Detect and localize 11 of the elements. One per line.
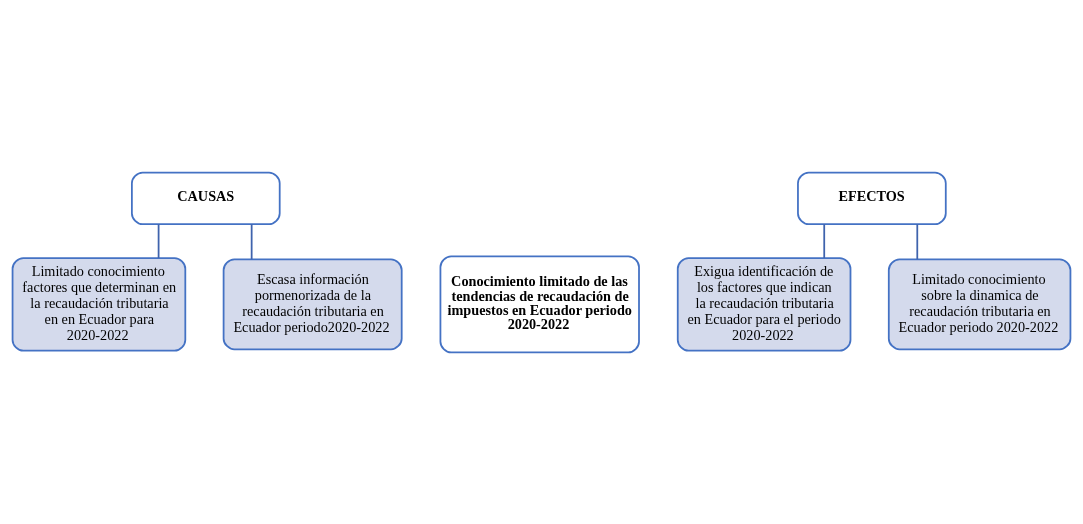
connector bbox=[250, 222, 253, 260]
node-box: Limitado conocimiento factores que determinan en la recaudación tributaria en en Ecuador para 2020-2022 bbox=[11, 256, 187, 352]
node-box: Limitado conocimiento sobre la dinamica de recaudación tributaria en Ecuador periodo 2020-2022 bbox=[887, 258, 1072, 350]
connector bbox=[916, 222, 919, 260]
connector bbox=[157, 222, 160, 259]
node-box: EFECTOS bbox=[797, 171, 947, 225]
node-box: Escasa información pormenorizada de la recaudación tributaria en Ecuador periodo2020-2022 bbox=[222, 258, 403, 350]
node-box: Exigua identificación de los factores que indican la recaudación tributaria en Ecuador para el periodo 2020-2022 bbox=[676, 256, 852, 352]
connector bbox=[823, 222, 826, 259]
node-box: CAUSAS bbox=[131, 171, 281, 225]
node-box: Conocimiento limitado de las tendencias de recaudación de impuestos en Ecuador periodo 2020-2022 bbox=[439, 254, 640, 353]
